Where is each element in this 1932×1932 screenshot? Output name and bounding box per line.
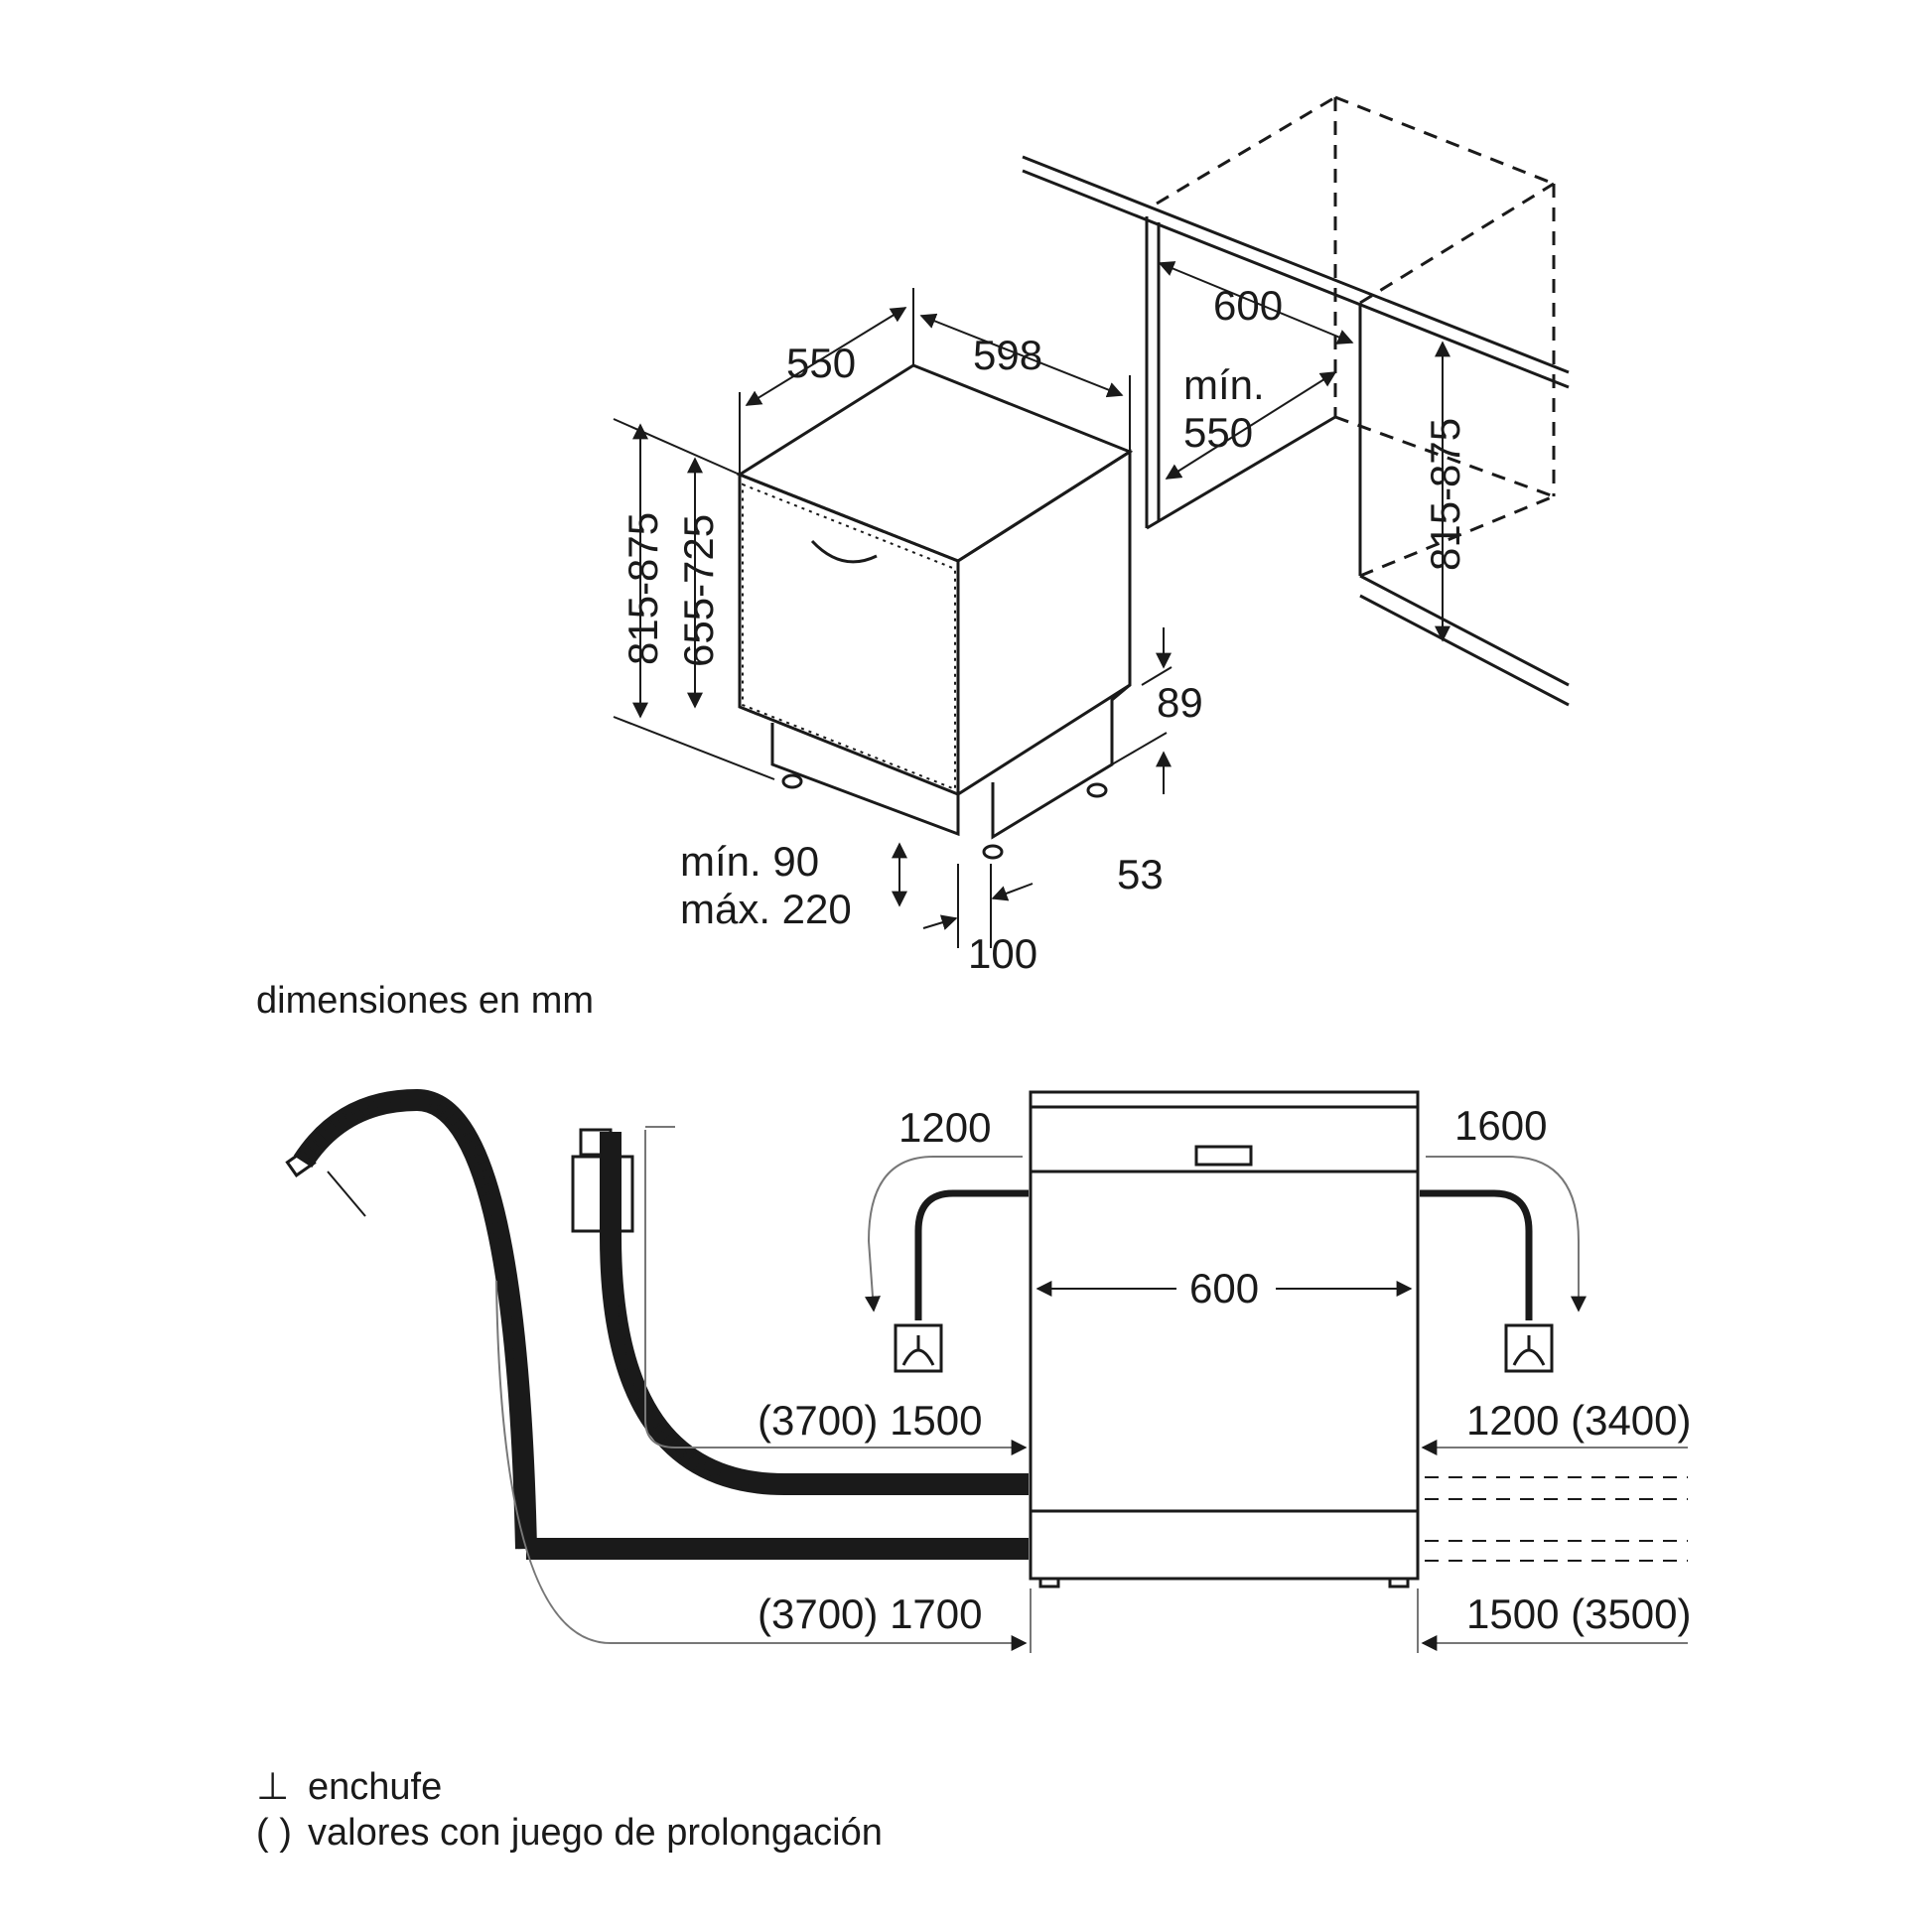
drain-left-label: (3700) 1700 bbox=[758, 1590, 983, 1637]
niche-depth-label-1: mín. bbox=[1183, 361, 1265, 408]
niche-width-label: 600 bbox=[1213, 282, 1283, 329]
aquastop-valve-icon bbox=[571, 1155, 634, 1233]
plug-symbol-icon: ⊥ bbox=[256, 1766, 289, 1808]
appliance-width-label: 600 bbox=[1189, 1265, 1259, 1311]
niche-depth-label-2: 550 bbox=[1183, 409, 1253, 456]
legend-parens-label: valores con juego de prolongación bbox=[308, 1812, 883, 1854]
plinth-min-label: mín. 90 bbox=[680, 838, 819, 885]
legend-plug-label: enchufe bbox=[308, 1766, 442, 1808]
socket-right-icon bbox=[1504, 1323, 1554, 1373]
installation-niche: 600 mín. 550 815-875 bbox=[1022, 95, 1570, 707]
hoses bbox=[285, 1088, 1029, 1560]
water-inlet-right-label: 1200 (3400) bbox=[1466, 1397, 1692, 1444]
legend-parens-symbol: ( ) bbox=[256, 1812, 292, 1854]
foot-icon bbox=[781, 773, 803, 789]
socket-left-icon bbox=[894, 1323, 943, 1373]
units-note: dimensiones en mm bbox=[256, 980, 594, 1022]
drain-hose-end-icon bbox=[285, 1148, 317, 1177]
door-handle-icon bbox=[810, 539, 878, 564]
water-inlet-left-label: (3700) 1500 bbox=[758, 1397, 983, 1444]
foot-icon bbox=[982, 844, 1004, 860]
cable-right-label: 1600 bbox=[1454, 1102, 1547, 1149]
power-cables: 1200 1600 bbox=[864, 1102, 1587, 1373]
cable-left-label: 1200 bbox=[898, 1104, 991, 1151]
legend: ⊥ enchufe ( ) valores con juego de prolo… bbox=[256, 1766, 883, 1854]
dim-53-label: 53 bbox=[1117, 851, 1164, 897]
drain-right-label: 1500 (3500) bbox=[1466, 1590, 1692, 1637]
plinth-setback-label: 100 bbox=[968, 930, 1037, 977]
depth-label: 550 bbox=[786, 340, 856, 386]
control-panel-display-icon bbox=[1194, 1145, 1253, 1167]
appliance-isometric bbox=[613, 363, 1134, 860]
niche-height-label: 815-875 bbox=[1422, 418, 1468, 571]
top-dimensions: 550 598 815-875 655-725 mín. 90 máx. 220… bbox=[620, 288, 1203, 977]
foot-icon bbox=[1086, 782, 1108, 798]
plinth-max-label: máx. 220 bbox=[680, 886, 852, 932]
hose-dimensions: (3700) 1500 (3700) 1700 1200 (3400) 1500… bbox=[495, 1126, 1692, 1653]
dim-89-label: 89 bbox=[1157, 679, 1203, 726]
height-door-label: 655-725 bbox=[675, 514, 722, 667]
appliance-front: 600 bbox=[1029, 1090, 1420, 1588]
width-label: 598 bbox=[973, 332, 1042, 378]
height-total-label: 815-875 bbox=[620, 512, 666, 665]
